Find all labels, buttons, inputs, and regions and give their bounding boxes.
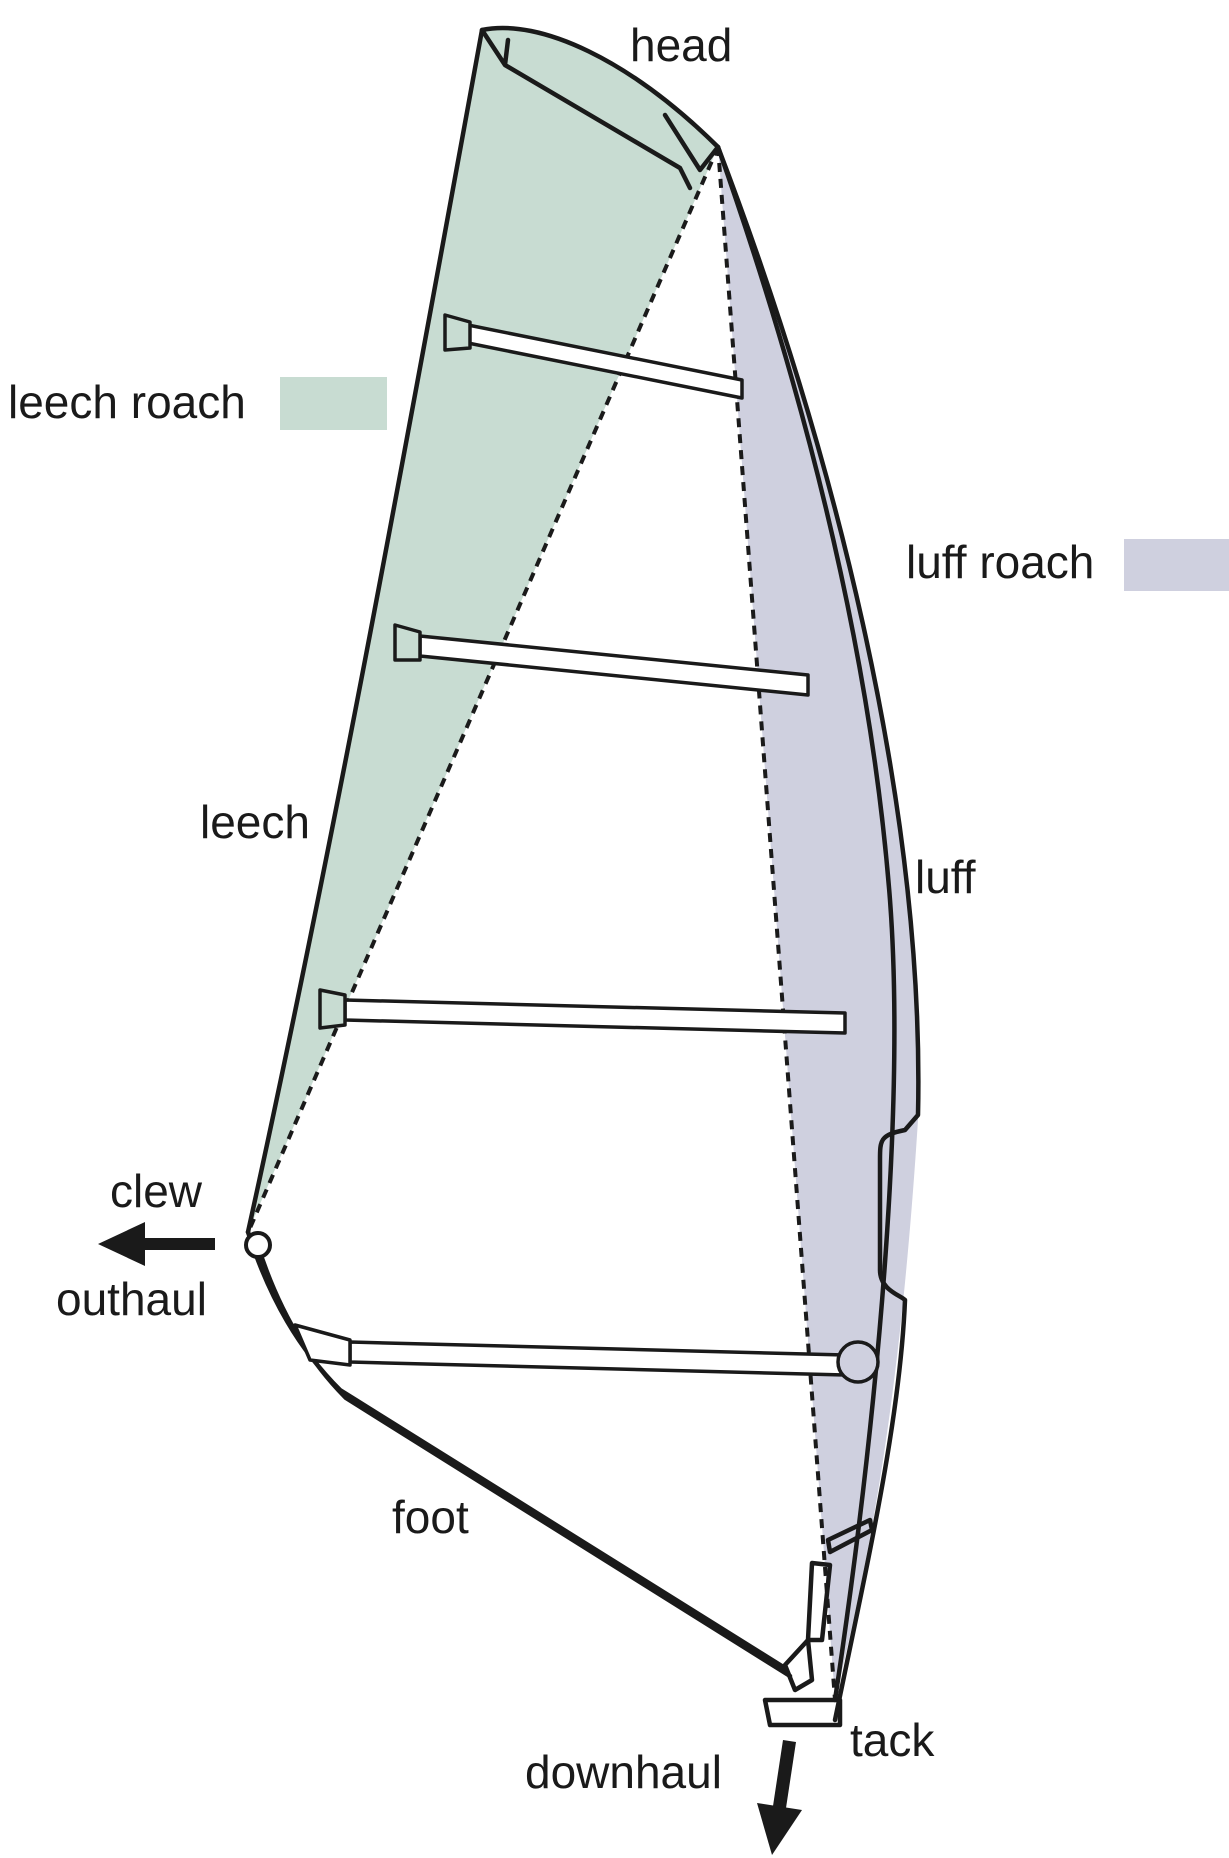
leech-edge [245,25,721,1235]
luff-edge [715,144,921,1723]
outhaul-label: outhaul [56,1273,207,1325]
luff-label: luff [915,851,976,903]
clew-grommet [244,1231,272,1259]
downhaul-arrow [757,1740,802,1855]
legend-luff-roach-label: luff roach [906,536,1094,588]
battens [293,313,880,1384]
batten-cap-1 [443,313,472,352]
legend-leech-roach-label: leech roach [8,376,246,428]
luff-roach-swatch [1124,539,1229,591]
clew-label: clew [110,1165,203,1217]
batten-tension-cap [836,1340,880,1384]
downhaul-label: downhaul [525,1746,722,1798]
luff-roach-region [718,147,919,1720]
tack-label: tack [850,1714,935,1766]
sail-body [248,147,835,1700]
leech-label: leech [200,796,310,848]
luff-chord-dashed [716,146,837,1701]
foot-label: foot [392,1491,469,1543]
leech-chord-dashed [248,146,720,1229]
leech-roach-swatch [280,377,387,430]
head-label: head [630,19,732,71]
outhaul-arrow [98,1222,215,1266]
batten-cap-3 [318,988,347,1030]
head-panel [479,27,721,191]
luff-sleeve [715,144,897,1703]
batten-cap-4 [293,1323,352,1367]
tack-fitting [762,1517,875,1728]
leech-roach-region [248,27,718,1233]
batten-cap-2 [393,623,422,662]
